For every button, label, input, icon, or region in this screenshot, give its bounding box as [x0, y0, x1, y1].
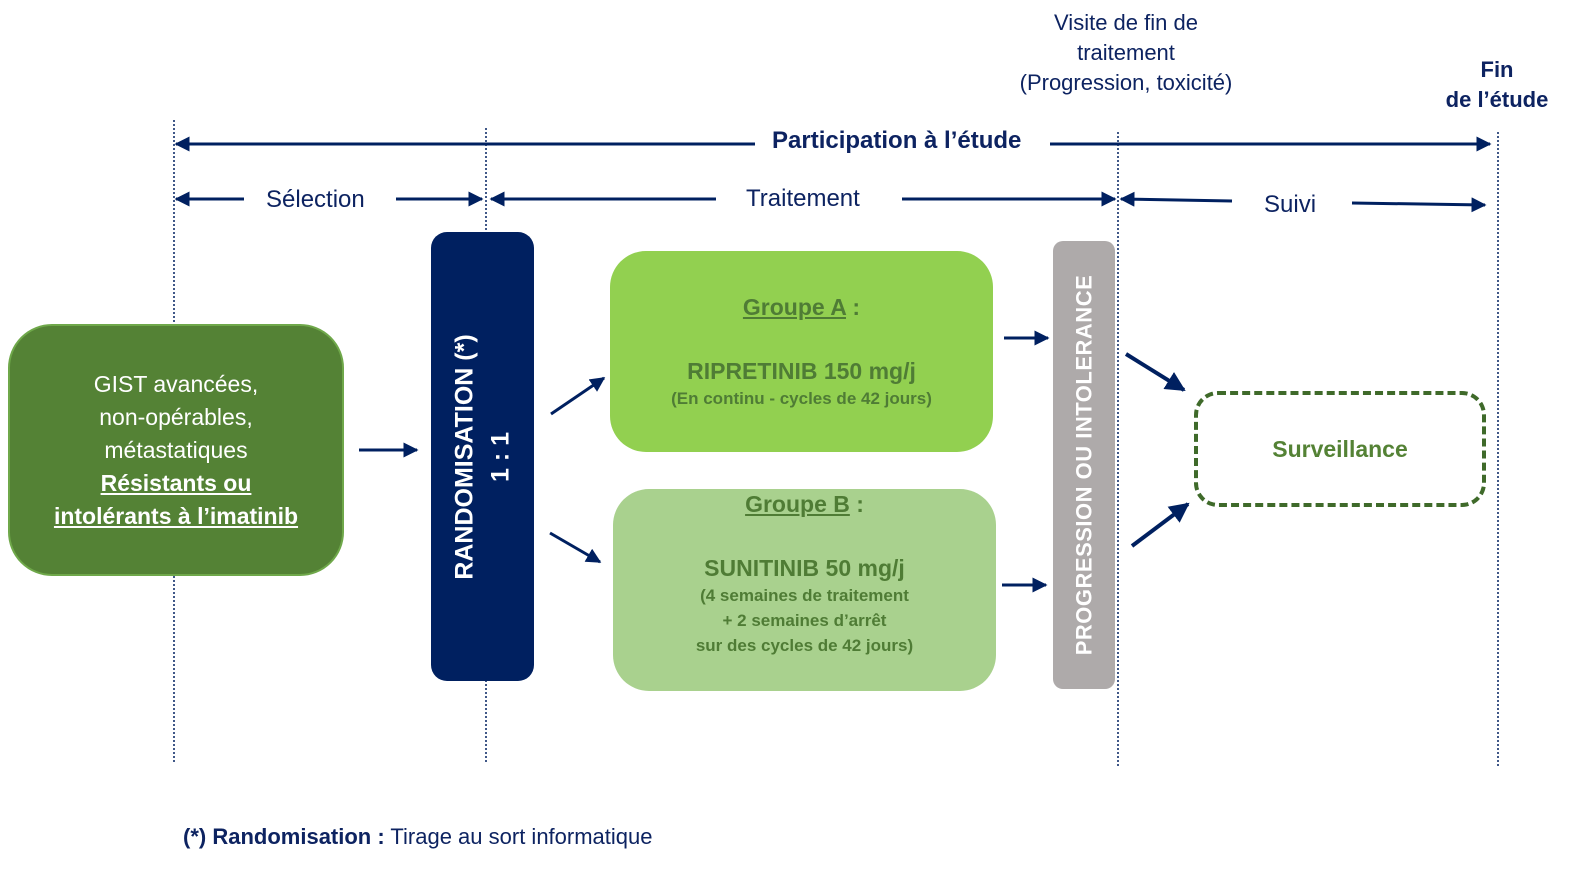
group-a-title: Groupe A :: [743, 292, 860, 322]
randomisation-title: RANDOMISATION (*): [450, 333, 479, 580]
group-b-title: Groupe B :: [745, 489, 864, 519]
milestone-line: traitement: [1077, 40, 1175, 65]
footnote: (*) Randomisation : Tirage au sort infor…: [183, 824, 653, 850]
randomisation-text: RANDOMISATION (*) 1 : 1: [447, 334, 519, 579]
arrow-progression-to-surveillance-top: [1124, 352, 1186, 392]
arrow-randomisation-to-group-a: [550, 376, 606, 416]
arrow-randomisation-to-group-b: [549, 531, 602, 564]
surveillance-label: Surveillance: [1272, 435, 1408, 462]
randomisation-box: RANDOMISATION (*) 1 : 1: [431, 232, 534, 681]
group-a-title-suffix: :: [846, 294, 861, 320]
population-line: GIST avancées,: [93, 370, 259, 397]
group-b-title-suffix: :: [849, 491, 864, 517]
group-a-detail: (En continu - cycles de 42 jours): [671, 389, 932, 408]
population-line: non-opérables,: [99, 403, 253, 430]
population-box: GIST avancées, non-opérables, métastatiq…: [8, 324, 344, 576]
selection-label: Sélection: [260, 186, 371, 214]
randomisation-ratio: 1 : 1: [486, 431, 515, 482]
group-b-drug: SUNITINIB 50 mg/j: [704, 555, 905, 581]
population-emphasis-line: Résistants ou: [100, 469, 252, 496]
follow-up-arrow-left: [1119, 191, 1233, 207]
end-of-treatment-visit-label: Visite de fin de traitement (Progression…: [1000, 8, 1252, 98]
footnote-definition: Tirage au sort informatique: [390, 824, 653, 849]
follow-up-label: Suivi: [1258, 191, 1323, 219]
population-line: métastatiques: [104, 436, 248, 463]
group-b-detail: sur des cycles de 42 jours): [695, 636, 914, 655]
milestone-line: (Progression, toxicité): [1019, 70, 1233, 95]
population-emphasis-line: intolérants à l’imatinib: [53, 502, 299, 529]
surveillance-box: Surveillance: [1194, 391, 1486, 507]
group-b-detail: (4 semaines de traitement: [700, 586, 909, 605]
group-a-drug: RIPRETINIB 150 mg/j: [687, 358, 916, 384]
end-of-study-label: Fin de l’étude: [1436, 55, 1558, 115]
footnote-marker: (*): [183, 824, 207, 849]
progression-box: PROGRESSION OU INTOLERANCE: [1053, 241, 1115, 689]
participation-label: Participation à l’étude: [766, 127, 1028, 155]
treatment-label: Traitement: [740, 185, 866, 213]
follow-up-arrow-right: [1351, 197, 1487, 213]
footnote-term: Randomisation :: [212, 824, 385, 849]
group-b-detail: + 2 semaines d’arrêt: [722, 611, 887, 630]
progression-label: PROGRESSION OU INTOLERANCE: [1071, 274, 1096, 656]
milestone-line: Visite de fin de: [1054, 10, 1198, 35]
milestone-line: Fin: [1480, 57, 1514, 82]
group-b-box: Groupe B : SUNITINIB 50 mg/j (4 semaines…: [613, 489, 996, 691]
milestone-line: de l’étude: [1445, 87, 1549, 112]
group-a-title-text: Groupe A: [742, 294, 846, 320]
arrow-progression-to-surveillance-bottom: [1130, 502, 1190, 548]
group-b-title-text: Groupe B: [745, 491, 850, 517]
group-a-box: Groupe A : RIPRETINIB 150 mg/j (En conti…: [610, 251, 993, 452]
